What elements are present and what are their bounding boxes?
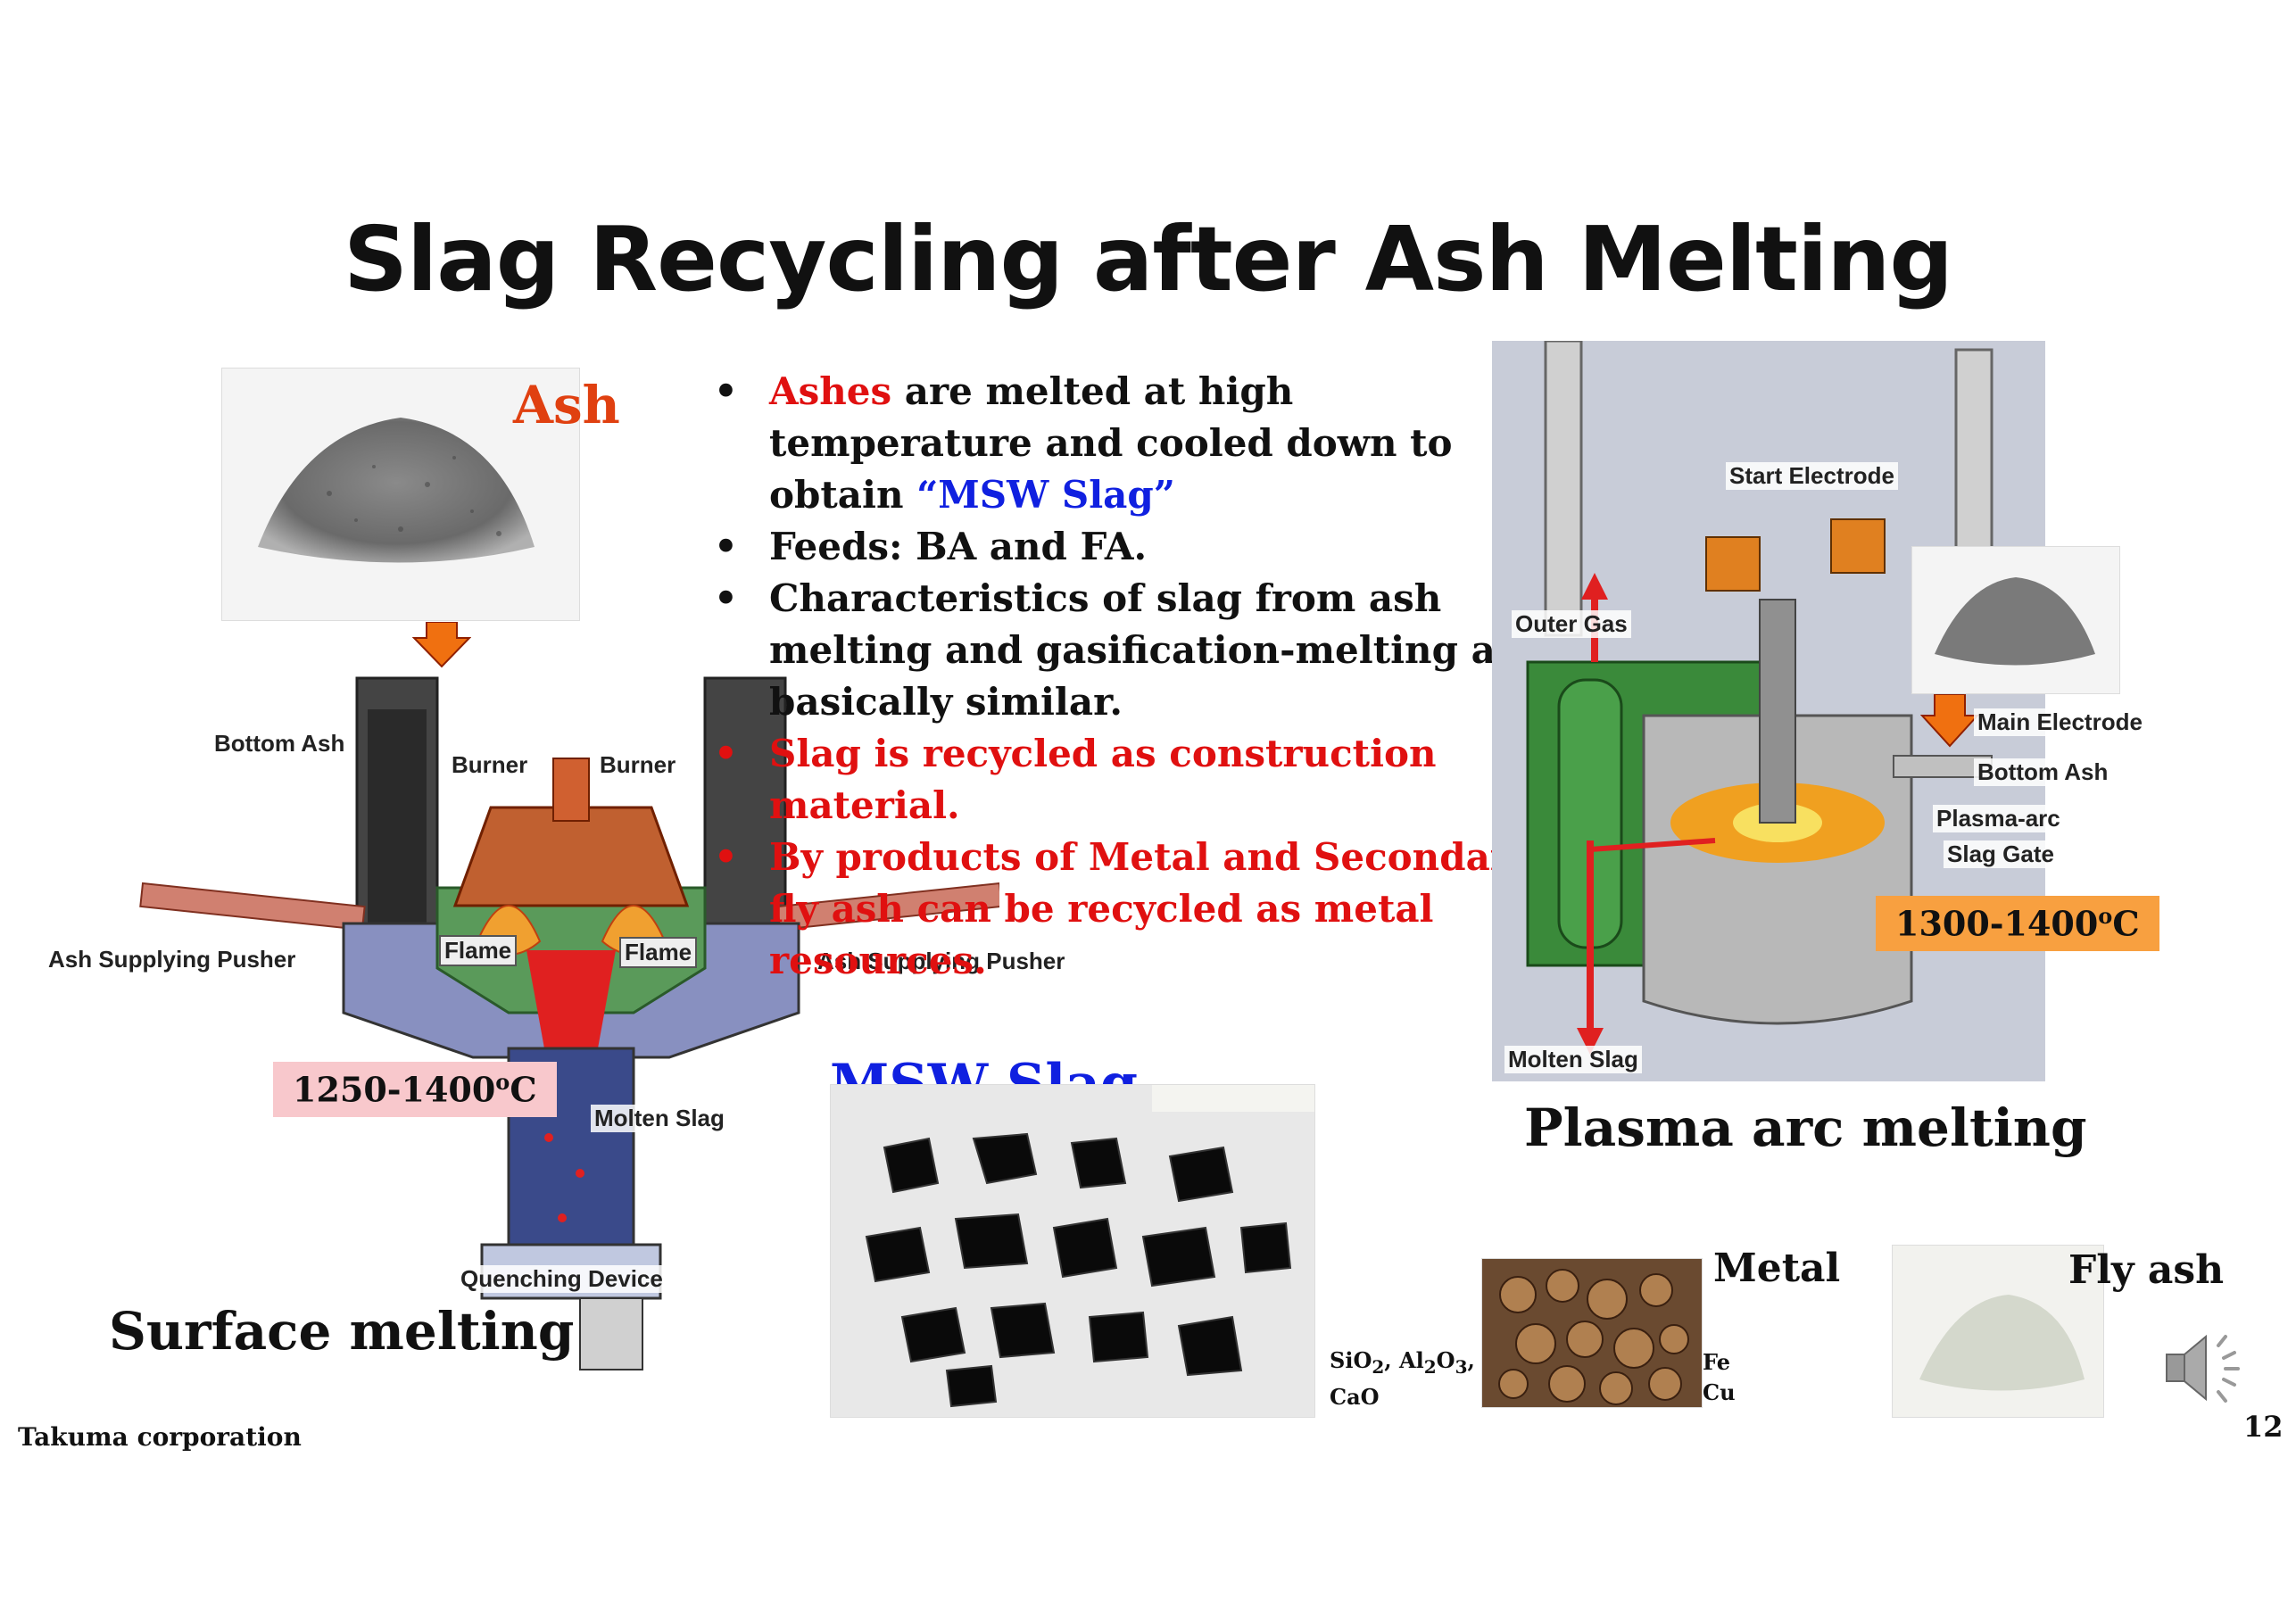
page-number: 12 [2243,1410,2284,1444]
metal-fe: Fe [1703,1349,1730,1375]
fly-ash-pile-image [1919,1295,2085,1391]
bullet-item: • Feeds: BA and FA. [714,521,1544,573]
bullet-dot: • [714,732,738,775]
surface-temperature-unit: C [510,1069,537,1110]
plasma-temperature-unit: C [2112,903,2140,944]
label-slag-gate: Slag Gate [1944,840,2058,868]
comp-cao: CaO [1330,1383,1380,1410]
label-plasma-arc: Plasma-arc [1933,805,2064,832]
metal-photo [1481,1258,1703,1408]
bullet-item: • Characteristics of slag from ash meltin… [714,573,1544,728]
slag-composition: SiO2, Al2O3, CaO [1330,1346,1475,1412]
bullet-text-segment: By products of Metal and Secondary fly a… [769,835,1532,982]
bullet-dot: • [714,525,738,568]
bullet-text-segment: Ashes [769,369,892,413]
plasma-ash-photo [1911,546,2120,694]
small-ash-pile-image [1935,577,2095,666]
surface-temperature-box: 1250-1400oC [273,1062,557,1117]
label-main-electrode: Main Electrode [1974,708,2146,736]
label-molten-slag-left: Molten Slag [591,1105,728,1132]
bullet-text-segment: Characteristics of slag from ash melting… [769,576,1539,724]
fly-ash-photo [1892,1245,2104,1418]
bullet-dot: • [714,369,738,413]
down-arrow-icon [412,622,471,668]
metal-label: Metal [1713,1246,1841,1291]
bullet-dot: • [714,835,738,879]
label-flame-left: Flame [439,935,518,966]
msw-slag-photo [830,1084,1315,1418]
bullet-text-segment: are melted at high temperature and coole… [769,369,1453,517]
plasma-down-arrow-icon [1920,694,1979,748]
surface-temperature-value: 1250-1400 [293,1069,496,1110]
bullet-item: • Ashes are melted at high temperature an… [714,366,1544,521]
bullet-text-segment: “MSW Slag” [916,473,1175,517]
comp-comma: , [1467,1347,1475,1373]
metal-cu: Cu [1703,1379,1736,1405]
label-pusher-left: Ash Supplying Pusher [45,946,300,973]
speaker-icon[interactable] [2161,1328,2247,1408]
label-bottom-ash-right: Bottom Ash [1974,758,2112,786]
bullet-item: • By products of Metal and Secondary fly … [714,832,1544,987]
slide-title: Slag Recycling after Ash Melting [343,207,1953,311]
label-flame-right: Flame [619,937,698,968]
bullet-text-segment: Feeds: BA and FA. [769,525,1148,568]
bullet-text-segment: Slag is recycled as construction materia… [769,732,1437,827]
plasma-temperature-box: 1300-1400oC [1876,896,2159,951]
label-pusher-right: Ash Supplying Pusher [814,948,1069,975]
metal-nuggets-image [1498,1269,1689,1405]
comp-al: , Al [1384,1347,1424,1373]
comp-sio: SiO [1330,1347,1372,1373]
label-bottom-ash-left: Bottom Ash [211,730,349,758]
label-quenching-device: Quenching Device [457,1265,667,1293]
bullet-item: • Slag is recycled as construction materi… [714,728,1544,832]
surface-melting-caption: Surface melting [109,1301,575,1362]
footer-company: Takuma corporation [18,1422,302,1452]
bullet-dot: • [714,576,738,620]
plasma-arc-caption: Plasma arc melting [1524,1097,2087,1158]
ash-label: Ash [513,375,620,435]
plasma-temperature-value: 1300-1400 [1895,903,2099,944]
label-start-electrode: Start Electrode [1726,462,1898,490]
label-outer-gas: Outer Gas [1512,610,1631,638]
label-molten-slag-right: Molten Slag [1504,1046,1642,1073]
slag-pieces-image [865,1085,1314,1408]
comp-sub-3: 3 [1455,1355,1468,1378]
fly-ash-label: Fly ash [2068,1247,2225,1293]
bullet-list: • Ashes are melted at high temperature an… [714,366,1544,987]
metal-composition: Fe Cu [1703,1347,1736,1408]
label-burner-left: Burner [448,751,532,779]
comp-sub-2a: 2 [1372,1355,1385,1378]
comp-sub-2b: 2 [1423,1355,1437,1378]
ash-photo [221,368,580,621]
comp-o: O [1436,1347,1455,1373]
label-burner-right: Burner [596,751,680,779]
ash-pile-image [258,418,535,563]
